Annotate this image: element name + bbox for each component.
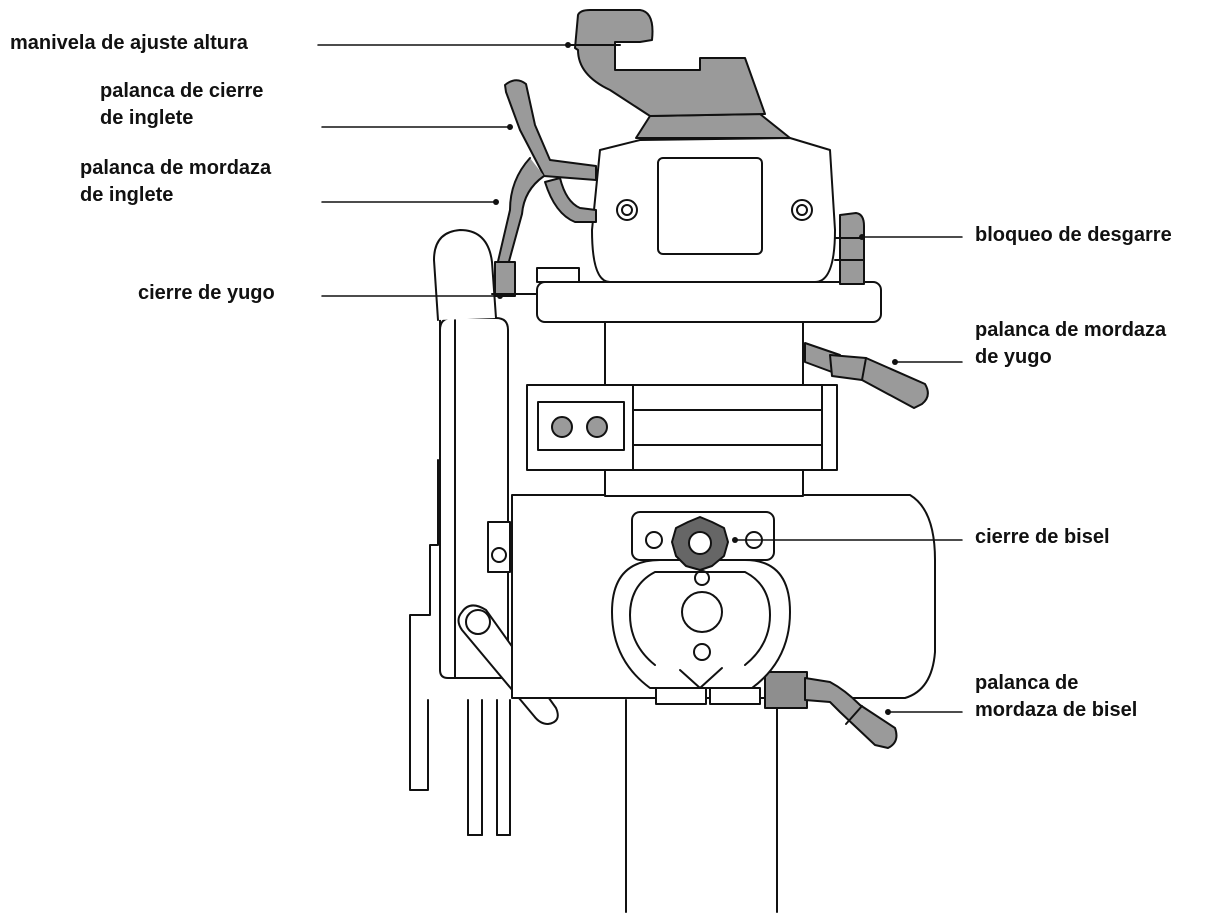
yoke-clamp-lever [804, 342, 929, 409]
label-palanca-cierre-inglete: palanca de cierre de inglete [100, 78, 263, 132]
label-line: manivela de ajuste altura [10, 32, 248, 54]
label-line: cierre de yugo [138, 282, 275, 304]
mitre-levers [491, 79, 597, 297]
label-cierre-yugo: cierre de yugo [138, 280, 275, 307]
leader-lines [317, 44, 963, 713]
bevel-mechanism [611, 511, 791, 705]
rip-lock [834, 212, 865, 285]
label-line: de inglete [100, 107, 194, 129]
label-line: palanca de mordaza [975, 319, 1167, 341]
left-arm [409, 229, 511, 836]
label-palanca-mordaza-bisel: palanca de mordaza de bisel [975, 670, 1137, 724]
leader-dots [493, 42, 898, 715]
label-line: de inglete [80, 184, 174, 206]
label-line: palanca de mordaza [80, 157, 272, 179]
label-line: palanca de [975, 672, 1079, 694]
label-line: palanca de cierre [100, 80, 264, 102]
bevel-clamp-lever [764, 671, 898, 749]
label-manivela-ajuste-altura: manivela de ajuste altura [10, 30, 248, 57]
label-line: mordaza de bisel [975, 699, 1138, 721]
middle-sleeve [526, 317, 838, 497]
column [625, 699, 778, 913]
label-cierre-bisel: cierre de bisel [975, 524, 1110, 551]
label-line: bloqueo de desgarre [975, 224, 1172, 246]
label-line: cierre de bisel [975, 526, 1110, 548]
label-line: de yugo [975, 346, 1052, 368]
label-palanca-mordaza-yugo: palanca de mordaza de yugo [975, 317, 1166, 371]
label-palanca-mordaza-inglete: palanca de mordaza de inglete [80, 155, 271, 209]
height-crank [569, 9, 791, 139]
label-bloqueo-desgarre: bloqueo de desgarre [975, 222, 1172, 249]
upper-carriage [591, 137, 836, 283]
